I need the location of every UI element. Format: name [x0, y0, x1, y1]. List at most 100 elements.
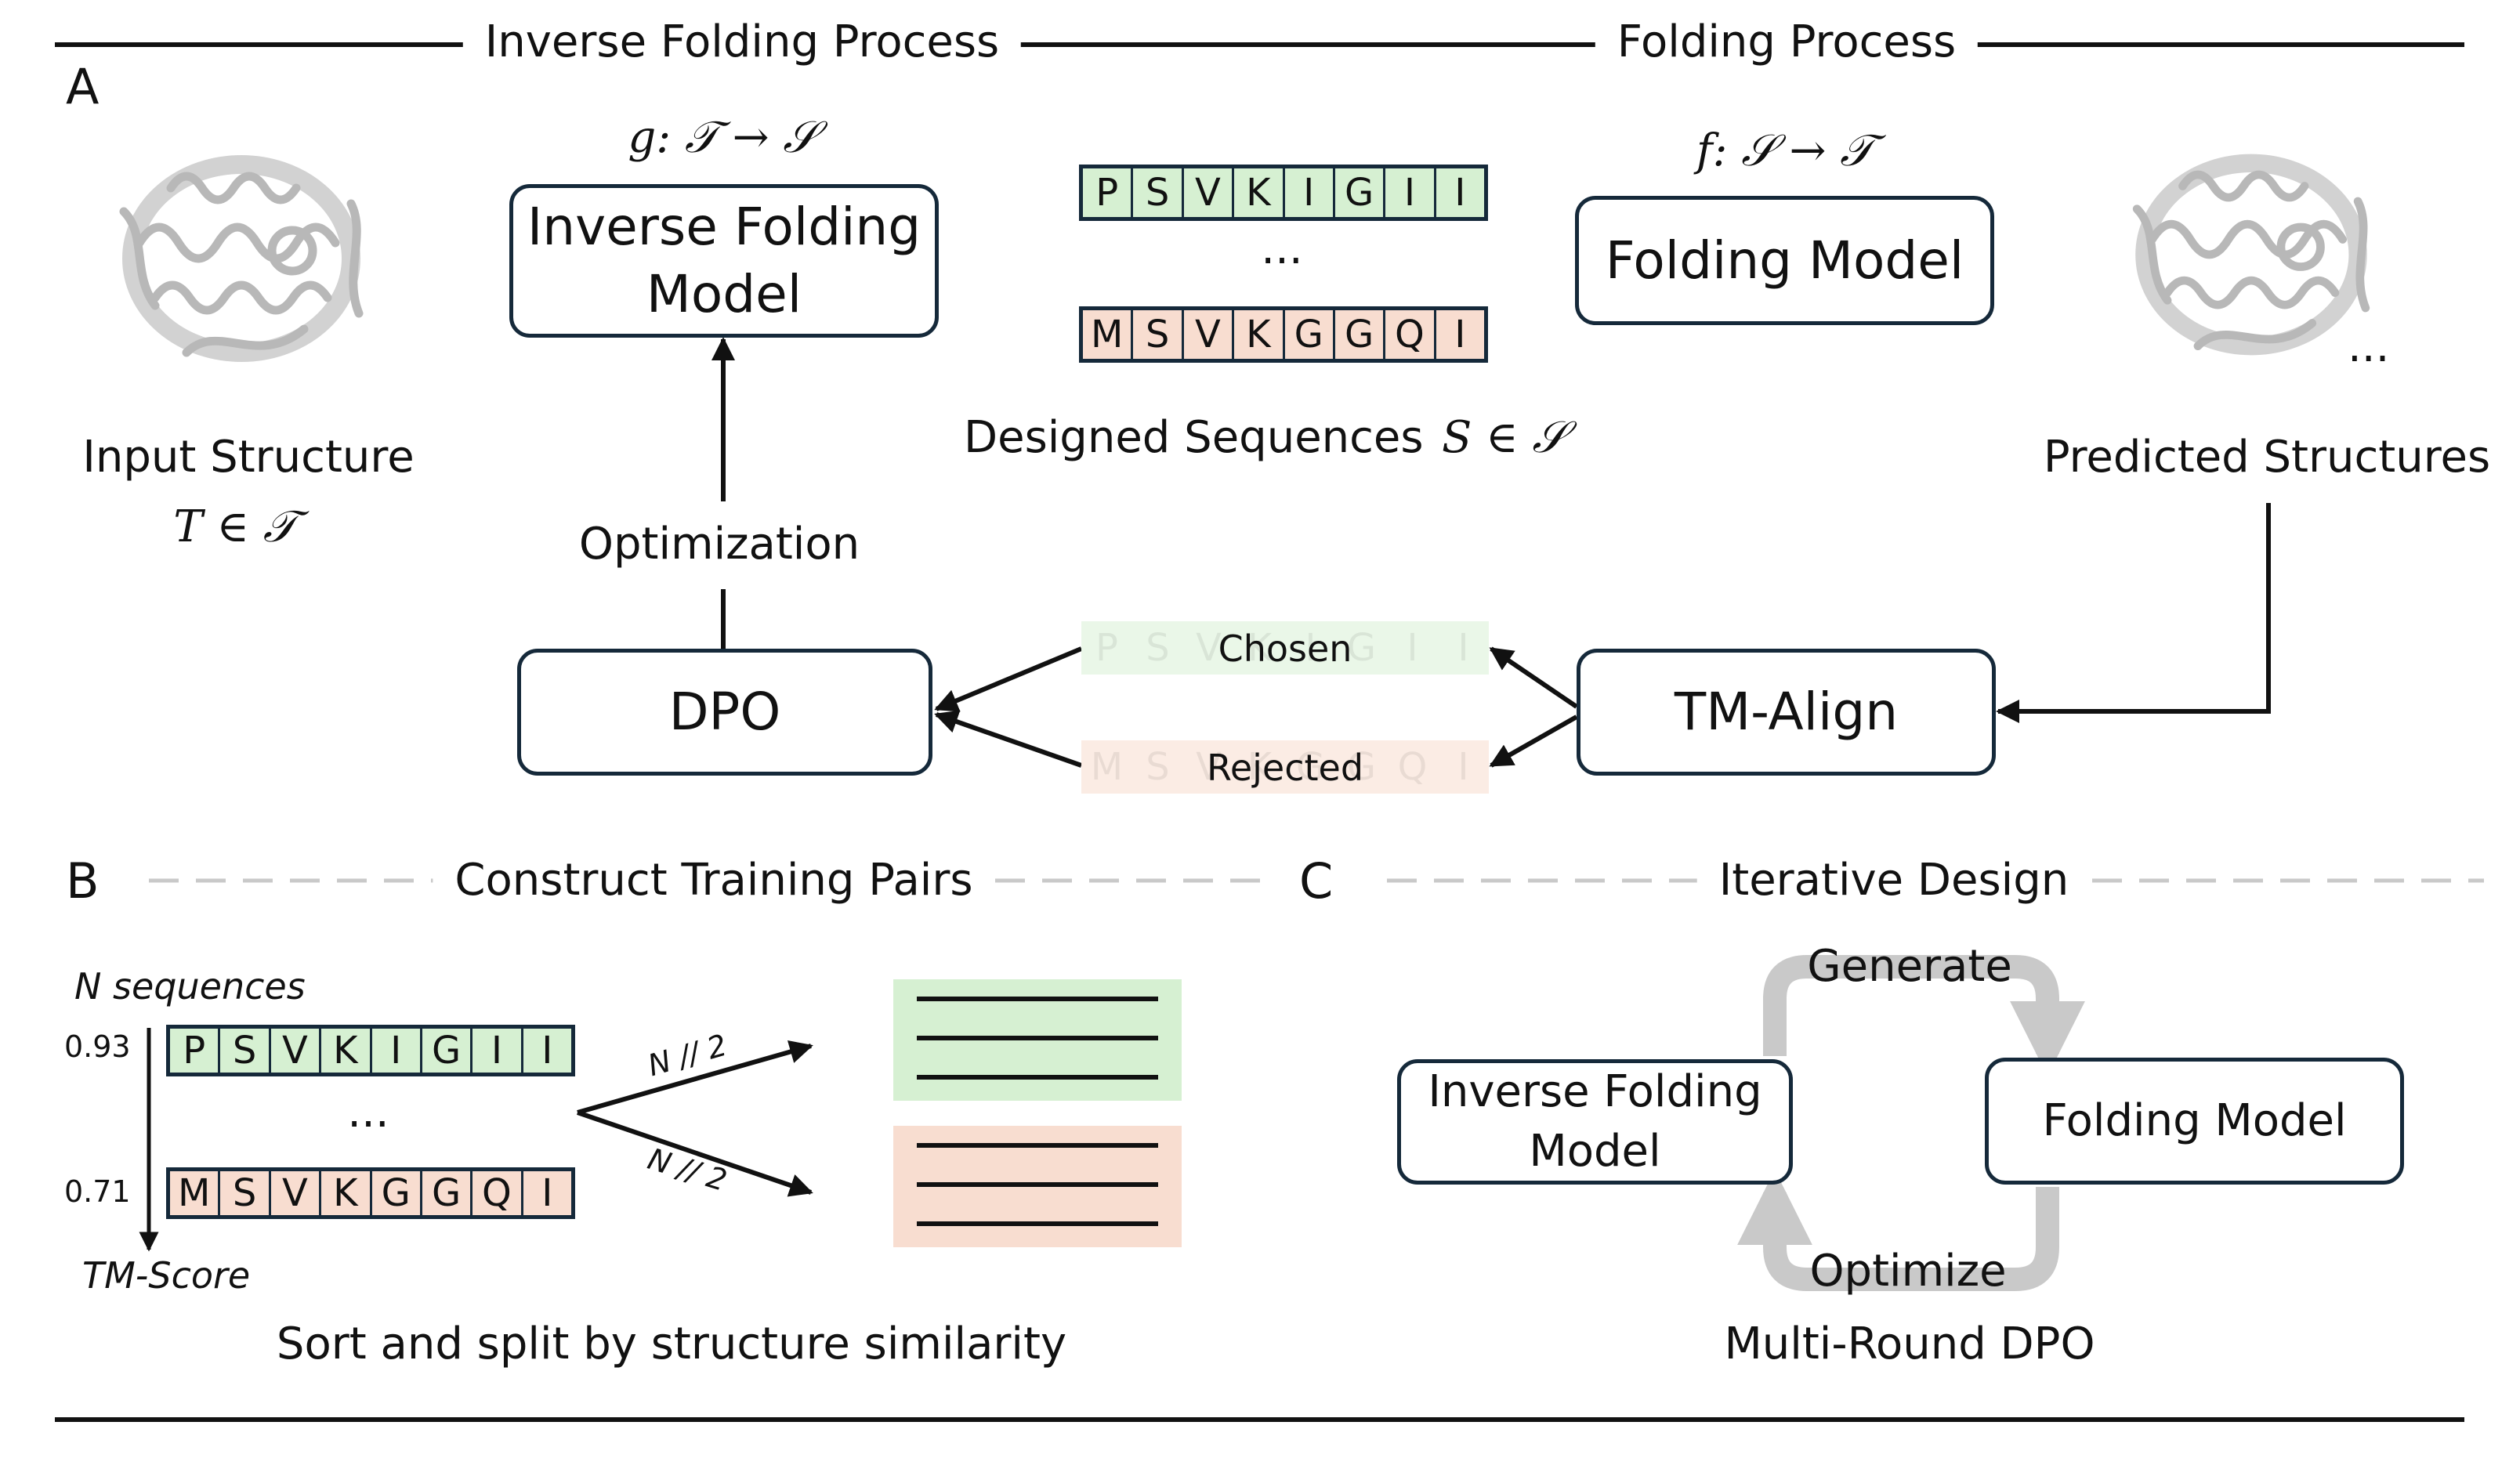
input-structure-protein-icon: [119, 155, 364, 362]
residue-cell: V: [1181, 168, 1232, 217]
arrow-tmalign-to-rejected: [1489, 714, 1578, 768]
residue-cell: S: [1146, 626, 1170, 670]
heading-inverse-folding-process: Inverse Folding Process: [462, 20, 1022, 64]
residue-cell: G: [1282, 310, 1333, 359]
residue-cell: S: [1131, 310, 1181, 359]
score-bottom: 0.71: [64, 1174, 131, 1209]
residue-cell: K: [1232, 168, 1282, 217]
residue-cell: P: [183, 1029, 206, 1073]
residue-cell: S: [1131, 168, 1181, 217]
arrow-rejected-to-dpo: [934, 710, 1082, 768]
cycle-inverse-folding-line1: Inverse Folding: [1428, 1066, 1762, 1118]
residue-cell: I: [369, 1029, 420, 1073]
n-sequences-label: N sequences: [74, 965, 306, 1008]
residue-cell: K: [1232, 310, 1282, 359]
residue-cell: I: [520, 1029, 571, 1073]
dpo-label: DPO: [668, 682, 781, 743]
residue-cell: V: [1196, 745, 1222, 789]
generate-label: Generate: [1807, 941, 2012, 992]
predicted-structures-label: Predicted Structures: [2043, 432, 2491, 483]
arrow-chosen-to-dpo: [934, 646, 1083, 712]
residue-cell: P: [1095, 171, 1119, 215]
tm-align-label: TM-Align: [1674, 682, 1899, 743]
residue-cell: G: [1346, 745, 1377, 789]
residue-cell: I: [470, 1029, 520, 1073]
residue-cell: M: [1090, 745, 1124, 789]
chosen-label: Chosen: [1218, 628, 1352, 670]
score-top: 0.93: [64, 1029, 131, 1064]
residue-cell: G: [419, 1029, 470, 1073]
residue-cell: V: [268, 1029, 319, 1073]
tm-score-label: TM-Score: [82, 1254, 251, 1297]
panel-label-b: B: [66, 852, 100, 910]
designed-sequences-label: Designed Sequences: [964, 412, 1424, 463]
cycle-arrow-optimize: [1736, 1170, 2059, 1291]
heading-construct-training-pairs: Construct Training Pairs: [433, 859, 995, 903]
heading-folding-process: Folding Process: [1595, 20, 1979, 64]
residue-cell: S: [1146, 745, 1170, 789]
arrow-split-bottom: [577, 1110, 813, 1197]
residue-cell: I: [1433, 310, 1484, 359]
cycle-inverse-folding-model-box: Inverse Folding Model: [1397, 1059, 1793, 1185]
residue-cell: K: [1247, 626, 1273, 670]
inverse-folding-model-box: Inverse Folding Model: [509, 184, 939, 338]
residue-cell: I: [1433, 168, 1484, 217]
forward-map-formula: f: 𝒮 → 𝒯: [1696, 125, 1874, 176]
cycle-folding-model-label: Folding Model: [2042, 1094, 2347, 1146]
inverse-map-formula: g: 𝒯 → 𝒮: [628, 112, 817, 163]
residue-cell: K: [319, 1171, 369, 1215]
panel-label-c: C: [1299, 852, 1334, 910]
dpo-box: DPO: [517, 649, 932, 776]
residue-cell: K: [319, 1029, 369, 1073]
residue-cell: K: [1247, 745, 1273, 789]
residue-cell: V: [1196, 626, 1222, 670]
residue-cell: I: [1407, 626, 1418, 670]
rejected-label: Rejected: [1206, 747, 1364, 789]
residue-cell: Q: [1383, 310, 1433, 359]
residue-cell: I: [1305, 626, 1316, 670]
residue-cell: M: [177, 1171, 211, 1215]
predicted-structure-protein-icon: [2132, 154, 2370, 356]
cycle-arrow-generate: [1763, 955, 2086, 1076]
residue-cell: P: [1095, 626, 1118, 670]
input-structure-label: Input Structure: [82, 432, 415, 483]
residue-cell: Q: [470, 1171, 520, 1215]
optimize-label: Optimize: [1809, 1246, 2007, 1297]
sort-split-caption: Sort and split by structure similarity: [276, 1319, 1067, 1369]
multi-round-dpo-caption: Multi-Round DPO: [1724, 1319, 2095, 1369]
tm-align-box: TM-Align: [1577, 649, 1996, 776]
residue-cell: V: [268, 1171, 319, 1215]
residue-cell: I: [1282, 168, 1333, 217]
residue-cell: G: [1346, 626, 1377, 670]
residue-cell: G: [1332, 168, 1383, 217]
folding-model-box: Folding Model: [1575, 196, 1994, 325]
designed-sequences-math: S ∈ 𝒮: [1442, 412, 1566, 463]
residue-cell: I: [1383, 168, 1433, 217]
residue-cell: S: [218, 1029, 268, 1073]
heading-iterative-design: Iterative Design: [1696, 859, 2091, 903]
inverse-folding-model-line1: Inverse Folding: [527, 197, 921, 258]
folding-model-label: Folding Model: [1605, 230, 1964, 291]
residue-cell: I: [1457, 626, 1469, 670]
input-structure-math: T ∈ 𝒯: [173, 501, 297, 552]
arrow-predicted-to-tmalign: [1996, 503, 2271, 723]
residue-cell: V: [1181, 310, 1232, 359]
predicted-structures-ellipsis: ...: [2348, 321, 2390, 372]
residue-cell: G: [1295, 745, 1326, 789]
residue-cell: G: [1332, 310, 1383, 359]
residue-cell: S: [218, 1171, 268, 1215]
residue-cell: G: [369, 1171, 420, 1215]
residue-cell: M: [1090, 313, 1124, 356]
arrow-tmalign-to-chosen: [1489, 646, 1578, 709]
optimization-label: Optimization: [578, 519, 860, 570]
cycle-inverse-folding-line2: Model: [1529, 1126, 1661, 1177]
residue-cell: I: [1457, 745, 1469, 789]
